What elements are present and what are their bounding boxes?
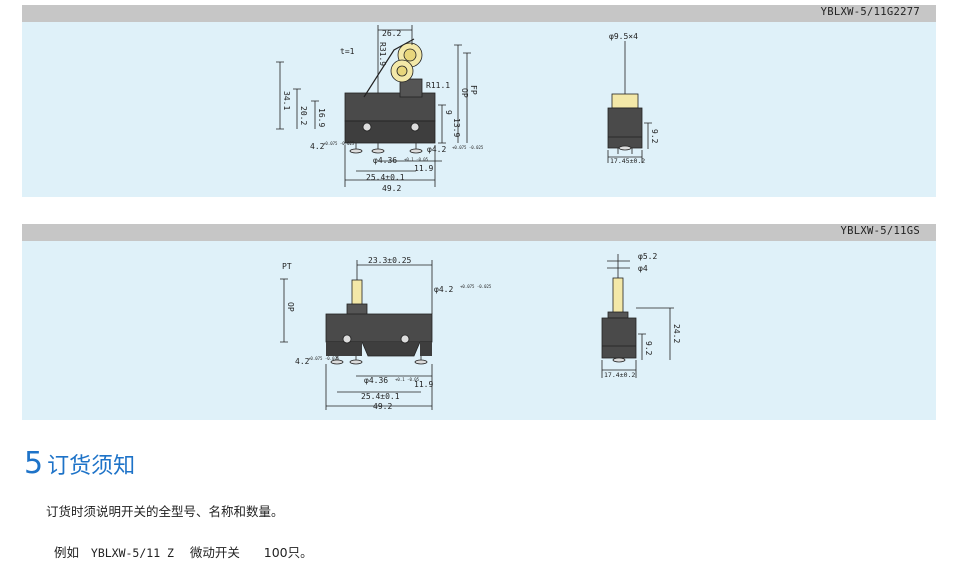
dim-pitch-2: 25.4±0.1 — [361, 392, 400, 401]
dim-op-2: OP — [286, 302, 295, 312]
side-width-2: 17.4±0.2 — [604, 371, 635, 379]
dim-length: 49.2 — [382, 184, 401, 193]
side-height-2: 9.2 — [644, 341, 653, 356]
example-qty: 100只。 — [263, 545, 313, 560]
dim-lever-radius: R31.9 — [378, 42, 387, 66]
dim-hole-left: 4.2 — [310, 142, 325, 151]
side-width-dim: 17.45±0.2 — [610, 157, 645, 165]
dim-hole-mid-tol-2: +0.1 -0.05 — [395, 377, 420, 382]
front-view-drawing-1: 26.2 t=1 R31.9 R11.1 34.1 20.2 16.9 9 13… — [276, 25, 659, 193]
dim-pt: PT — [282, 262, 292, 271]
side-height-total: 24.2 — [672, 324, 681, 343]
drawing-panel-1: YBLXW-5/11G2277 — [22, 5, 936, 197]
dim-offset: 23.3±0.25 — [368, 256, 412, 265]
dim-11-9: 11.9 — [414, 164, 433, 173]
dim-hole-mid-2: φ4.36 — [364, 376, 388, 385]
dim-total-height: 34.1 — [282, 91, 291, 110]
side-plunger-outer: φ5.2 — [638, 252, 657, 261]
dim-hole-right-tol-2: +0.075 -0.025 — [460, 284, 492, 289]
side-view-drawing-1 — [607, 41, 652, 163]
dim-roller-radius: R11.1 — [426, 81, 450, 90]
section-title: 订货须知 — [47, 454, 136, 479]
dim-hole-mid-tol: +0.1 -0.05 — [404, 157, 429, 162]
dim-hole-left-tol-2: +0.075 -0.025 — [308, 356, 340, 361]
front-view-drawing-2: PT OP 23.3±0.25 φ4.2 +0.075 -0.025 4.2 +… — [280, 252, 681, 411]
dim-hole-left-tol: +0.075 -0.025 — [323, 141, 355, 146]
order-example: 例如 YBLXW-5/11 Z 微动开关 100只。 — [46, 527, 313, 561]
example-model: YBLXW-5/11 Z — [90, 546, 174, 560]
dim-width-top: 26.2 — [382, 29, 401, 38]
dim-side-9: 9 — [444, 110, 453, 115]
example-label: 例如 — [53, 545, 79, 560]
dim-11-9-2: 11.9 — [414, 380, 433, 389]
dim-low-height: 16.9 — [317, 108, 326, 127]
dim-hole-mid: φ4.36 — [373, 156, 397, 165]
side-roller-dim: φ9.5×4 — [609, 32, 638, 41]
dim-mid-height: 20.2 — [299, 106, 308, 125]
side-plunger-inner: φ4 — [638, 264, 648, 273]
model-code-1: YBLXW-5/11G2277 — [820, 6, 920, 18]
dim-hole-left-2: 4.2 — [295, 357, 310, 366]
dim-op: OP — [460, 88, 469, 98]
dim-hole-right: φ4.2 — [427, 145, 446, 154]
dim-thickness: t=1 — [340, 47, 355, 56]
side-height-dim: 9.2 — [650, 129, 659, 144]
model-code-2: YBLXW-5/11GS — [840, 225, 920, 237]
dim-hole-right-tol: +0.075 -0.025 — [452, 145, 484, 150]
dim-length-2: 49.2 — [373, 402, 392, 411]
example-name: 微动开关 — [189, 545, 240, 560]
panel-header-1: YBLXW-5/11G2277 — [22, 5, 936, 22]
panel-header-2: YBLXW-5/11GS — [22, 224, 936, 241]
dim-fp: FP — [469, 85, 478, 95]
drawing-panel-2: YBLXW-5/11GS PT OP 23.3±0.25 — [22, 224, 936, 420]
side-view-drawing-2 — [601, 254, 674, 378]
dim-side-13-9: 13.9 — [452, 118, 461, 137]
order-instruction: 订货时须说明开关的全型号、名称和数量。 — [46, 504, 284, 519]
section-number: 5 — [24, 446, 44, 481]
dim-hole-right-2: φ4.2 — [434, 285, 453, 294]
dim-pitch: 25.4±0.1 — [366, 173, 405, 182]
